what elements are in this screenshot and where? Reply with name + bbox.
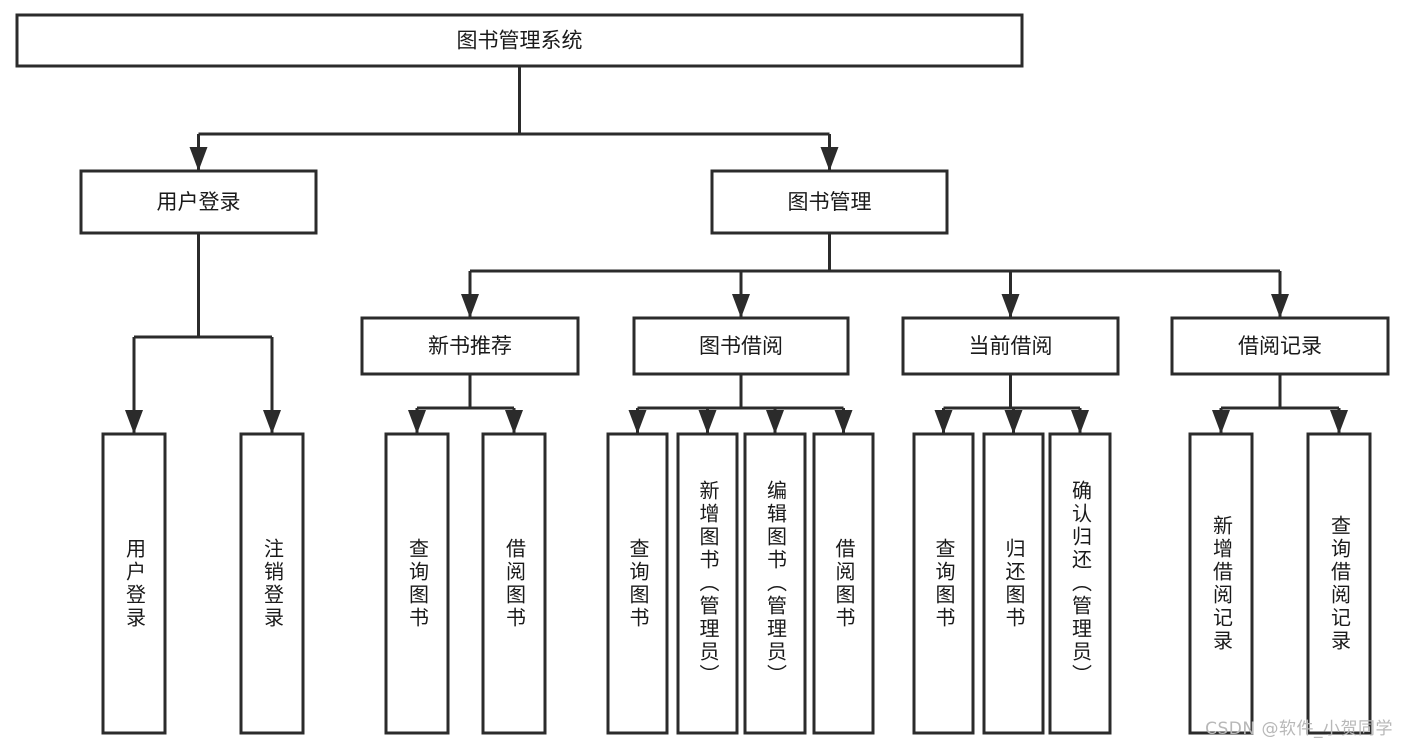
connector-layer	[125, 66, 1348, 434]
arrow-head-icon	[1071, 410, 1089, 434]
node-box-leaf_user_login[interactable]	[101, 432, 167, 735]
node-box-leaf_query_book_1[interactable]	[384, 432, 450, 735]
node-box-leaf_confirm_return[interactable]	[1048, 432, 1112, 735]
node-label-current_borrow: 当前借阅	[969, 334, 1053, 358]
watermark-text: CSDN @软件_小贺同学	[1205, 719, 1393, 739]
node-box-new_book_rec[interactable]	[360, 316, 580, 376]
arrow-head-icon	[1212, 410, 1230, 434]
node-box-root[interactable]	[15, 13, 1024, 68]
node-label-root: 图书管理系统	[457, 29, 583, 53]
node-box-current_borrow[interactable]	[901, 316, 1120, 376]
node-label-borrow_record: 借阅记录	[1238, 334, 1322, 358]
node-box-leaf_query_book_2[interactable]	[606, 432, 669, 735]
node-box-leaf_borrow_book_1[interactable]	[481, 432, 547, 735]
node-box-user_login[interactable]	[79, 169, 318, 235]
node-box-leaf_edit_book[interactable]	[743, 432, 807, 735]
node-box-leaf_borrow_book_2[interactable]	[812, 432, 875, 735]
arrow-head-icon	[408, 410, 426, 434]
arrow-head-icon	[766, 410, 784, 434]
arrow-head-icon	[263, 410, 281, 434]
arrow-head-icon	[1271, 294, 1289, 318]
arrow-head-icon	[820, 147, 839, 171]
node-box-leaf_query_record[interactable]	[1306, 432, 1372, 735]
node-label-new_book_rec: 新书推荐	[428, 334, 512, 358]
node-box-borrow_record[interactable]	[1170, 316, 1390, 376]
arrow-head-icon	[628, 410, 647, 434]
arrow-head-icon	[1001, 294, 1020, 318]
arrow-head-icon	[1330, 410, 1348, 434]
node-box-book_borrow[interactable]	[632, 316, 850, 376]
node-box-leaf_add_record[interactable]	[1188, 432, 1254, 735]
arrow-head-icon	[934, 410, 953, 434]
arrow-head-icon	[505, 410, 523, 434]
node-box-leaf_query_book_3[interactable]	[912, 432, 975, 735]
node-box-leaf_add_book[interactable]	[676, 432, 739, 735]
node-box-layer	[15, 13, 1390, 735]
arrow-head-icon	[189, 147, 208, 171]
arrow-head-icon	[461, 294, 479, 318]
arrow-head-icon	[732, 294, 750, 318]
node-box-leaf_logout[interactable]	[239, 432, 305, 735]
node-label-book_mgmt: 图书管理	[788, 190, 872, 214]
node-label-user_login: 用户登录	[157, 190, 241, 214]
arrow-head-icon	[125, 410, 143, 434]
arrow-head-icon	[1004, 410, 1023, 434]
arrow-head-icon	[698, 410, 717, 434]
arrow-head-icon	[834, 410, 853, 434]
node-box-book_mgmt[interactable]	[710, 169, 949, 235]
node-label-book_borrow: 图书借阅	[699, 334, 783, 358]
node-box-leaf_return_book[interactable]	[982, 432, 1045, 735]
